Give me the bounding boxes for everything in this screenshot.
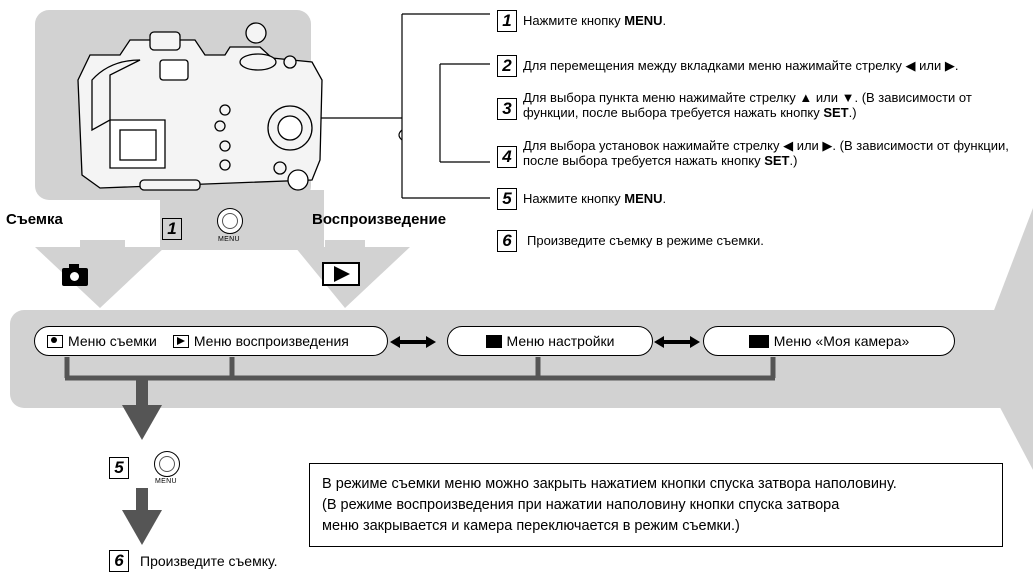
shooting-label: Съемка [6,211,63,228]
camera-illustration [77,22,323,191]
playback-mode-icon [322,262,360,286]
shooting-menu-label[interactable]: Меню съемки [68,333,157,349]
center-step-num: 1 [162,218,182,240]
menu-button-icon [217,208,243,234]
note-line-3: меню закрывается и камера переключается … [322,518,740,534]
big-gray-arrow [975,208,1033,470]
mycamera-menu-pill[interactable]: Меню «Моя камера» [703,326,955,356]
bottom-step-6-num: 6 [109,550,129,572]
menu-button-label: MENU [218,236,240,243]
bottom-menu-button-label: MENU [155,478,177,485]
note-line-1: В режиме съемки меню можно закрыть нажат… [322,476,897,492]
mycamera-menu-label: Меню «Моя камера» [773,333,910,349]
camera-icon [47,334,63,348]
shooting-arrow [35,240,165,308]
note-line-2: (В режиме воспроизведения при нажатии на… [322,497,840,513]
setup-icon [485,334,502,348]
play-icon [172,334,189,348]
my-camera-icon [748,334,769,348]
setup-menu-label: Меню настройки [506,333,615,349]
setup-menu-pill[interactable]: Меню настройки [447,326,653,356]
playback-label: Воспроизведение [312,211,447,228]
bottom-step-5-num: 5 [109,457,129,479]
bottom-menu-button-icon [154,451,180,477]
playback-menu-label[interactable]: Меню воспроизведения [193,333,349,349]
note-box: В режиме съемки меню можно закрыть нажат… [309,463,1003,547]
camera-mode-icon [62,264,88,286]
bottom-step-6-text: Произведите съемку. [140,553,278,569]
shooting-playback-menu-pill[interactable]: Меню съемки Меню воспроизведения [34,326,388,356]
